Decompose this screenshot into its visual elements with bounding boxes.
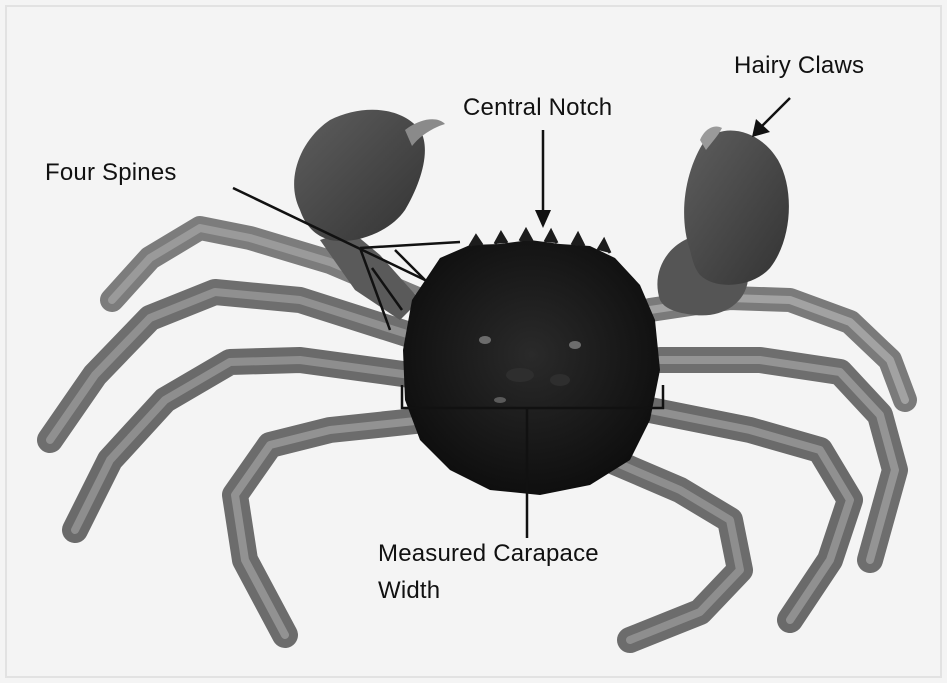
label-four-spines: Four Spines [45,160,177,185]
carapace [403,230,660,495]
label-hairy-claws: Hairy Claws [734,53,864,78]
label-carapace-line2: Width [378,578,440,603]
label-central-notch: Central Notch [463,95,612,120]
label-carapace-line1: Measured Carapace [378,541,599,566]
